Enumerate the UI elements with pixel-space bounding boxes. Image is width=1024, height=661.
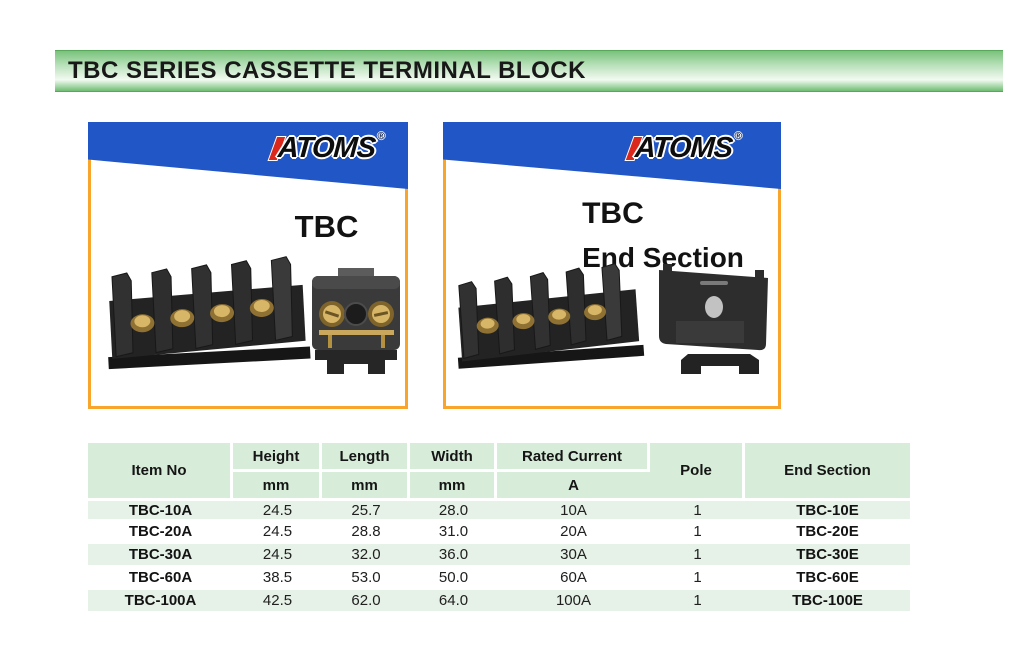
product-card-tbc-end-section: ATOMS ® TBC End Section xyxy=(443,122,781,409)
tbc-end-section-photo xyxy=(457,263,768,374)
product-label-tbc: TBC xyxy=(582,197,644,230)
registered-mark-icon: ® xyxy=(734,131,742,142)
spec-table: Item No Height Length Width Rated Curren… xyxy=(88,443,910,613)
product-card-tbc: ATOMS ® TBC xyxy=(88,122,408,409)
table-row: TBC-30A 24.5 32.0 36.0 30A 1 TBC-30E xyxy=(88,544,910,567)
cell-length: 25.7 xyxy=(322,498,410,521)
cell-height: 24.5 xyxy=(233,544,322,567)
cell-height: 38.5 xyxy=(233,567,322,590)
cell-item: TBC-20A xyxy=(88,521,233,544)
cell-height: 42.5 xyxy=(233,590,322,613)
col-header-width: Width xyxy=(410,443,497,472)
col-header-item-no: Item No xyxy=(88,443,233,498)
header-row-units: mm mm mm A xyxy=(88,472,910,498)
col-header-end-section: End Section xyxy=(745,443,910,498)
unit-length: mm xyxy=(322,472,410,498)
cell-width: 31.0 xyxy=(410,521,497,544)
table-row: TBC-100A 42.5 62.0 64.0 100A 1 TBC-100E xyxy=(88,590,910,613)
atoms-logo: ATOMS ® xyxy=(624,131,742,164)
cell-length: 32.0 xyxy=(322,544,410,567)
cell-pole: 1 xyxy=(650,498,745,521)
col-header-height: Height xyxy=(233,443,322,472)
cell-current: 60A xyxy=(497,567,650,590)
col-header-pole: Pole xyxy=(650,443,745,498)
cell-end-section: TBC-30E xyxy=(745,544,910,567)
cell-current: 10A xyxy=(497,498,650,521)
cell-end-section: TBC-100E xyxy=(745,590,910,613)
table-row: TBC-10A 24.5 25.7 28.0 10A 1 TBC-10E xyxy=(88,498,910,521)
cell-item: TBC-60A xyxy=(88,567,233,590)
cell-width: 50.0 xyxy=(410,567,497,590)
cell-item: TBC-30A xyxy=(88,544,233,567)
header-row-labels: Item No Height Length Width Rated Curren… xyxy=(88,443,910,498)
cell-width: 28.0 xyxy=(410,498,497,521)
unit-width: mm xyxy=(410,472,497,498)
page-title-bar: TBC SERIES CASSETTE TERMINAL BLOCK xyxy=(55,50,1003,92)
cell-length: 62.0 xyxy=(322,590,410,613)
table-row: TBC-60A 38.5 53.0 50.0 60A 1 TBC-60E xyxy=(88,567,910,590)
cell-pole: 1 xyxy=(650,521,745,544)
unit-height: mm xyxy=(233,472,322,498)
tbc-terminal-block-photo xyxy=(108,256,400,374)
cell-pole: 1 xyxy=(650,590,745,613)
cell-width: 64.0 xyxy=(410,590,497,613)
cell-item: TBC-10A xyxy=(88,498,233,521)
cell-end-section: TBC-10E xyxy=(745,498,910,521)
product-label-tbc: TBC xyxy=(294,209,359,244)
cell-end-section: TBC-60E xyxy=(745,567,910,590)
cell-pole: 1 xyxy=(650,544,745,567)
cell-pole: 1 xyxy=(650,567,745,590)
cell-height: 24.5 xyxy=(233,498,322,521)
cell-height: 24.5 xyxy=(233,521,322,544)
cell-current: 20A xyxy=(497,521,650,544)
cell-length: 53.0 xyxy=(322,567,410,590)
brand-name: ATOMS xyxy=(276,132,376,164)
cell-width: 36.0 xyxy=(410,544,497,567)
atoms-logo: ATOMS ® xyxy=(267,131,385,164)
registered-mark-icon: ® xyxy=(377,131,385,142)
col-header-length: Length xyxy=(322,443,410,472)
table-row: TBC-20A 24.5 28.8 31.0 20A 1 TBC-20E xyxy=(88,521,910,544)
spec-table-container: Item No Height Length Width Rated Curren… xyxy=(88,443,910,613)
cell-end-section: TBC-20E xyxy=(745,521,910,544)
unit-current: A xyxy=(497,472,650,498)
page-title: TBC SERIES CASSETTE TERMINAL BLOCK xyxy=(68,57,586,84)
cell-item: TBC-100A xyxy=(88,590,233,613)
cell-current: 30A xyxy=(497,544,650,567)
col-header-rated-current: Rated Current xyxy=(497,443,650,472)
cell-length: 28.8 xyxy=(322,521,410,544)
cell-current: 100A xyxy=(497,590,650,613)
brand-name: ATOMS xyxy=(633,132,733,164)
